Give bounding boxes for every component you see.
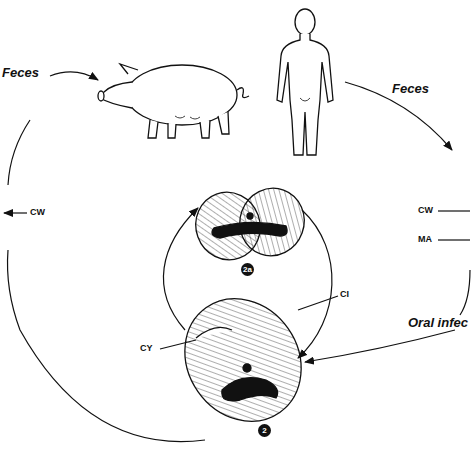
callout-number: 2a [241, 263, 254, 276]
part-label: MA [418, 235, 432, 244]
host-label: Feces [2, 66, 39, 79]
transmission-arrows [4, 72, 470, 442]
trophozoite [161, 276, 325, 444]
host-label: Feces [392, 82, 429, 95]
human-host [277, 9, 333, 155]
callout-number: 2 [258, 424, 271, 437]
part-label: CW [30, 208, 45, 217]
pig-host [98, 64, 249, 138]
dividing-trophozoite [186, 179, 313, 269]
part-label: CY [140, 344, 153, 353]
route-label: Oral infec [408, 316, 468, 329]
part-label: CW [418, 206, 433, 215]
part-label: CI [340, 290, 349, 299]
